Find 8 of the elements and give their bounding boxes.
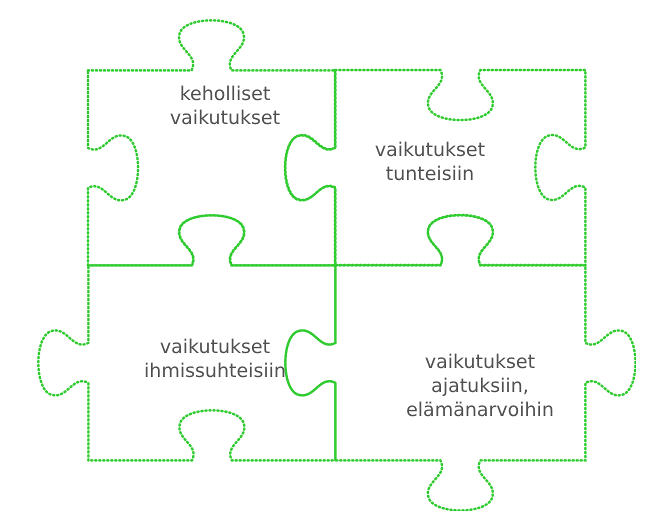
puzzle-piece: [284, 68, 587, 267]
piece-label: vaikutukset tunteisiin: [374, 138, 486, 186]
piece-label: keholliset vaikutukset: [168, 82, 282, 130]
piece-label: vaikutukset ajatuksiin, elämänarvoihin: [405, 350, 555, 422]
piece-label: vaikutukset ihmissuhteisiin: [143, 334, 287, 383]
puzzle-piece: [36, 214, 337, 462]
puzzle-piece: [86, 18, 337, 267]
puzzle-piece: [284, 214, 636, 512]
